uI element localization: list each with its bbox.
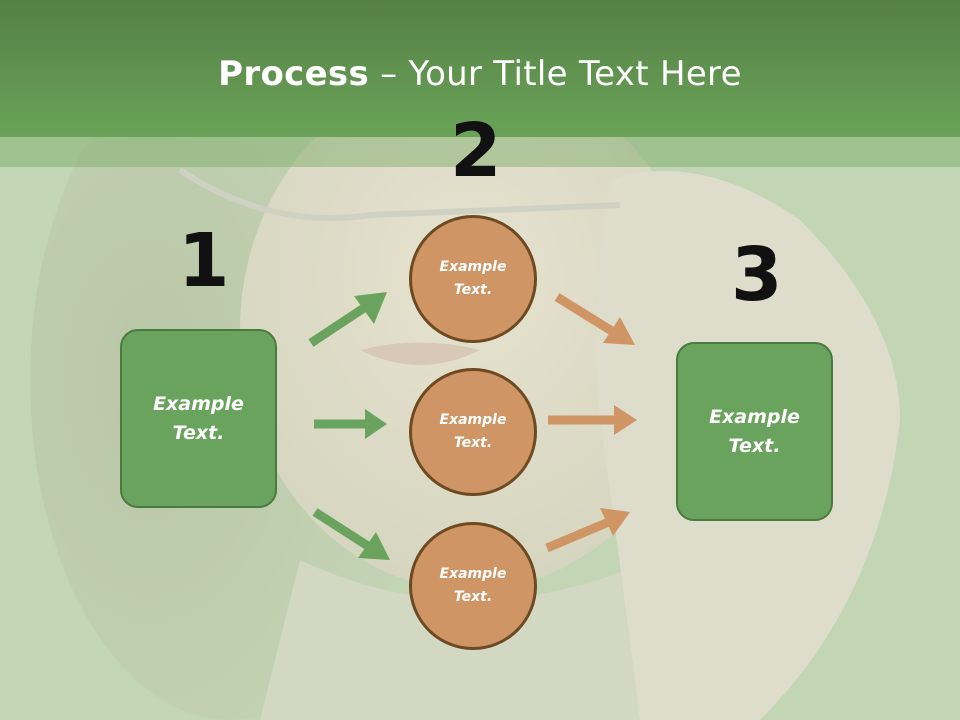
step-number-2: 2 [450, 108, 502, 194]
arrow-bottom-to-right [545, 508, 630, 553]
slide-title: Process – Your Title Text Here [0, 52, 960, 96]
title-bar [0, 0, 960, 137]
title-bold: Process [218, 54, 370, 94]
right-box: Example Text. [676, 342, 833, 521]
arrow-left-to-top [308, 292, 387, 347]
right-box-text: Example Text. [709, 405, 800, 457]
circle-bottom: Example Text. [409, 522, 537, 650]
arrow-top-to-right [554, 293, 635, 345]
left-box-text: Example Text. [153, 392, 244, 444]
step-number-1: 1 [178, 218, 230, 304]
circle-bottom-text: Example Text. [439, 566, 507, 605]
left-box: Example Text. [120, 329, 277, 508]
arrow-middle-to-right [548, 405, 637, 435]
title-rest: – Your Title Text Here [369, 54, 742, 94]
step-number-3: 3 [731, 232, 783, 318]
circle-middle-text: Example Text. [439, 412, 507, 451]
circle-middle: Example Text. [409, 368, 537, 496]
title-bar-strip [0, 137, 960, 167]
arrow-left-to-middle [314, 409, 387, 439]
circle-top-text: Example Text. [439, 259, 507, 298]
arrow-left-to-bottom [312, 508, 390, 560]
circle-top: Example Text. [409, 215, 537, 343]
